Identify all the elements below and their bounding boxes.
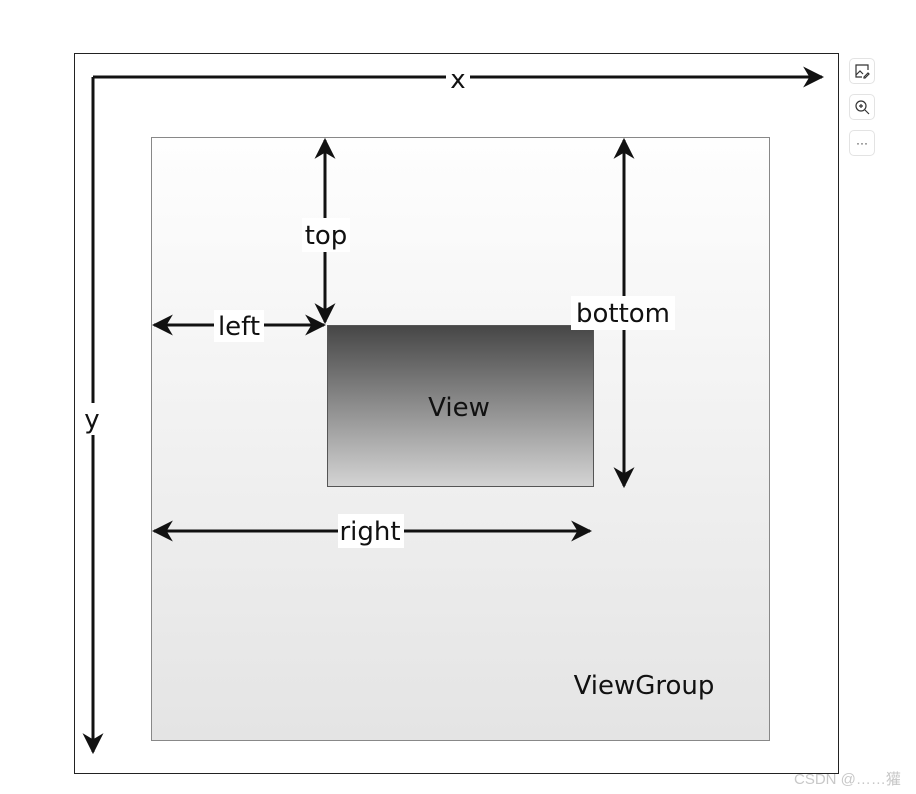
- x-axis-label: x: [450, 65, 465, 95]
- more-icon: ···: [856, 136, 868, 150]
- left-label: left: [218, 312, 260, 342]
- edit-image-icon: [855, 64, 870, 79]
- bottom-label: bottom: [576, 299, 670, 329]
- zoom-in-icon: [855, 100, 870, 115]
- view-box: [327, 325, 594, 487]
- view-label: View: [428, 393, 490, 423]
- top-label: top: [305, 221, 348, 251]
- zoom-in-button[interactable]: [849, 94, 875, 120]
- right-label: right: [339, 517, 400, 547]
- more-button[interactable]: ···: [849, 130, 875, 156]
- watermark: CSDN @……獾: [794, 771, 901, 788]
- y-axis-label: y: [84, 405, 99, 435]
- viewgroup-label: ViewGroup: [574, 671, 715, 701]
- edit-image-button[interactable]: [849, 58, 875, 84]
